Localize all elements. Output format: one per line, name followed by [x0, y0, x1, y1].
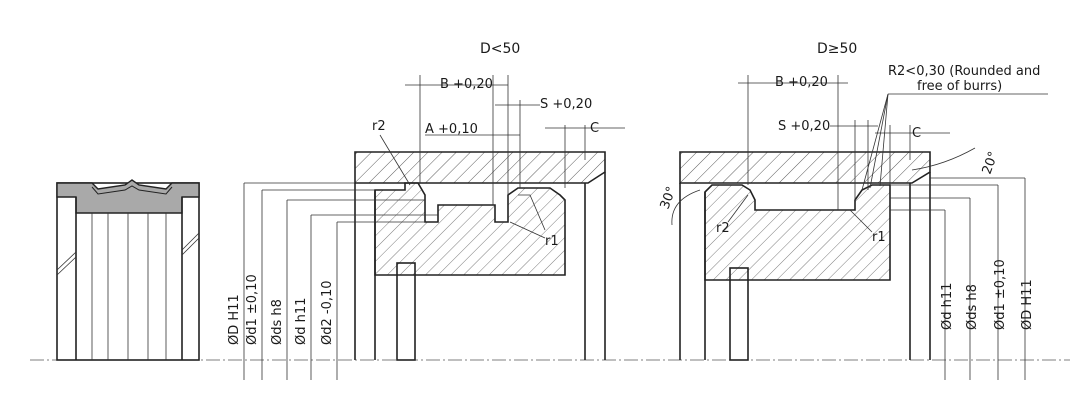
right-angle-left: 30° — [658, 185, 680, 212]
right-note-line1: R2<0,30 (Rounded and — [888, 64, 1040, 79]
left-label-r2: r2 — [372, 119, 386, 134]
right-dim-c: C — [912, 126, 921, 141]
right-vdim-4: ØD H11 — [1020, 279, 1035, 330]
right-seal-profile — [704, 184, 891, 281]
left-dim-a: A +0,10 — [425, 122, 478, 137]
seal-side-view — [56, 179, 200, 361]
left-dim-c: C — [590, 121, 599, 136]
left-dim-b: B +0,20 — [440, 77, 493, 92]
right-dim-s: S +0,20 — [778, 119, 830, 134]
left-vdim-1: ØD H11 — [227, 294, 242, 345]
left-title: D<50 — [480, 41, 520, 57]
right-note-line2: free of burrs) — [917, 79, 1002, 94]
right-vdim-2: Øds h8 — [965, 284, 980, 330]
left-vdim-4: Ød h11 — [294, 298, 309, 345]
right-vdim-3: Ød1 ±0,10 — [993, 259, 1008, 330]
right-vdim-1: Ød h11 — [940, 283, 955, 330]
right-housing — [679, 151, 931, 184]
left-drawing: D<50 B +0,20 S +0,20 A +0,10 C r2 r1 — [227, 41, 625, 380]
left-seal-profile — [374, 182, 566, 276]
right-title: D≥50 — [817, 41, 857, 57]
left-dim-s: S +0,20 — [540, 97, 592, 112]
right-angle-top: 20° — [980, 150, 1002, 177]
left-vdim-3: Øds h8 — [270, 299, 285, 345]
left-label-r1: r1 — [545, 234, 559, 249]
left-housing — [354, 151, 606, 184]
right-dim-b: B +0,20 — [775, 75, 828, 90]
right-label-r2: r2 — [716, 221, 730, 236]
left-vdim-5: Ød2 -0,10 — [320, 280, 335, 345]
right-label-r1: r1 — [872, 230, 886, 245]
left-vdim-2: Ød1 ±0,10 — [245, 274, 260, 345]
right-drawing: D≥50 B +0,20 S +0,20 C R2<0,30 (Rounded … — [658, 41, 1048, 380]
